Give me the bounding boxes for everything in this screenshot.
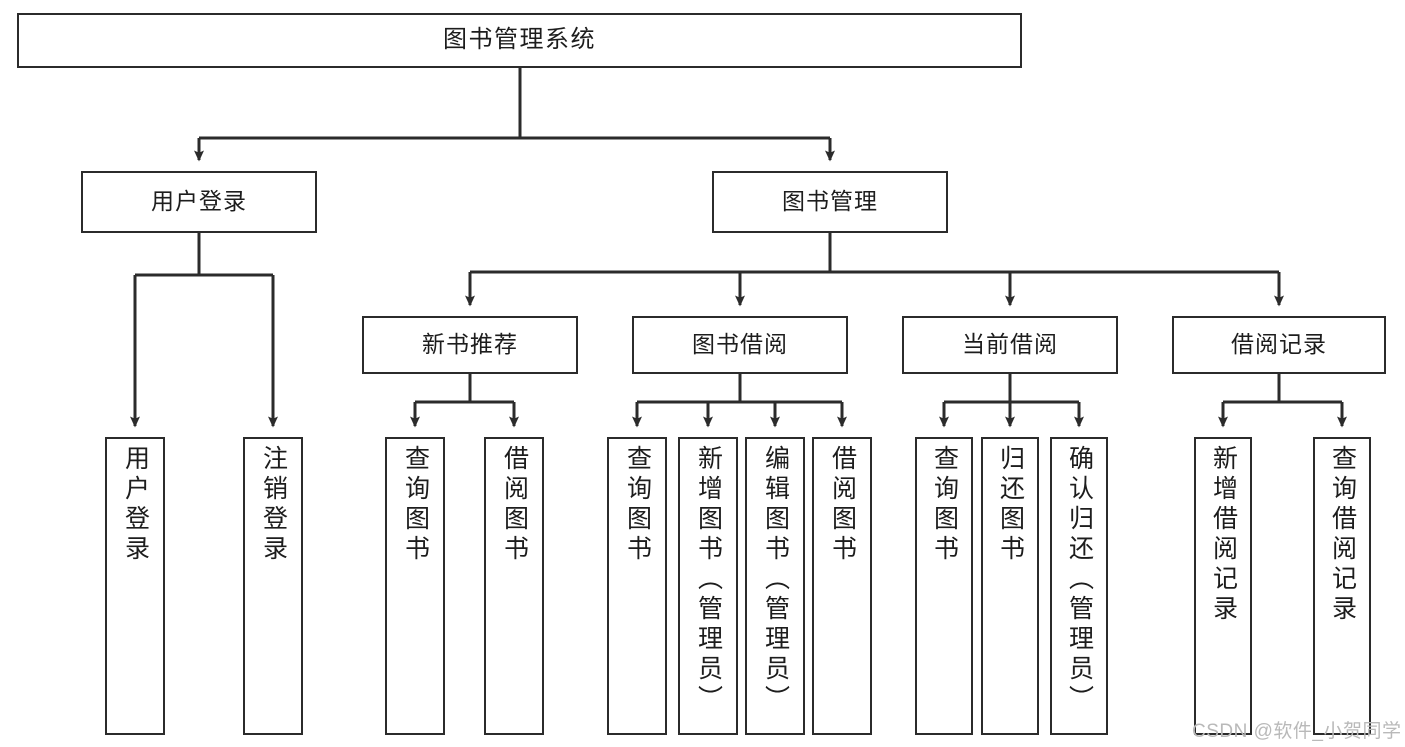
node-label: 新增借阅记录 [1209,445,1238,625]
leaf-query-book-2[interactable]: 查询图书 [607,437,667,735]
node-label: 用户登录 [151,188,247,215]
node-label: 当前借阅 [962,331,1058,358]
node-label: 借阅图书 [500,445,529,565]
leaf-add-book[interactable]: 新增图书（管理员） [678,437,738,735]
node-label: 图书管理 [782,188,878,215]
node-label: 借阅图书 [828,445,857,565]
node-user-login[interactable]: 用户登录 [81,171,317,233]
node-current-borrow[interactable]: 当前借阅 [902,316,1118,374]
leaf-user-login[interactable]: 用户登录 [105,437,165,735]
leaf-query-record[interactable]: 查询借阅记录 [1313,437,1371,735]
node-label: 归还图书 [996,445,1025,565]
node-label: 编辑图书（管理员） [761,445,790,715]
leaf-edit-book[interactable]: 编辑图书（管理员） [745,437,805,735]
node-label: 新增图书（管理员） [694,445,723,715]
node-book-borrow[interactable]: 图书借阅 [632,316,848,374]
leaf-confirm-return[interactable]: 确认归还（管理员） [1050,437,1108,735]
node-root-system[interactable]: 图书管理系统 [17,13,1022,68]
leaf-borrow-book-2[interactable]: 借阅图书 [812,437,872,735]
node-label: 新书推荐 [422,331,518,358]
leaf-query-book-1[interactable]: 查询图书 [385,437,445,735]
node-label: 图书管理系统 [443,26,596,54]
csdn-watermark: CSDN @软件_小贺同学 [1192,721,1402,742]
leaf-logout[interactable]: 注销登录 [243,437,303,735]
leaf-query-book-3[interactable]: 查询图书 [915,437,973,735]
leaf-return-book[interactable]: 归还图书 [981,437,1039,735]
node-label: 查询图书 [623,445,652,565]
node-label: 查询图书 [401,445,430,565]
node-label: 确认归还（管理员） [1065,445,1094,715]
node-label: 借阅记录 [1231,331,1327,358]
node-label: 查询借阅记录 [1328,445,1357,625]
node-borrow-record[interactable]: 借阅记录 [1172,316,1386,374]
node-label: 查询图书 [930,445,959,565]
node-label: 注销登录 [259,445,288,565]
node-book-manage[interactable]: 图书管理 [712,171,948,233]
leaf-borrow-book-1[interactable]: 借阅图书 [484,437,544,735]
leaf-add-record[interactable]: 新增借阅记录 [1194,437,1252,735]
node-new-book-rec[interactable]: 新书推荐 [362,316,578,374]
node-label: 图书借阅 [692,331,788,358]
node-label: 用户登录 [121,445,150,565]
